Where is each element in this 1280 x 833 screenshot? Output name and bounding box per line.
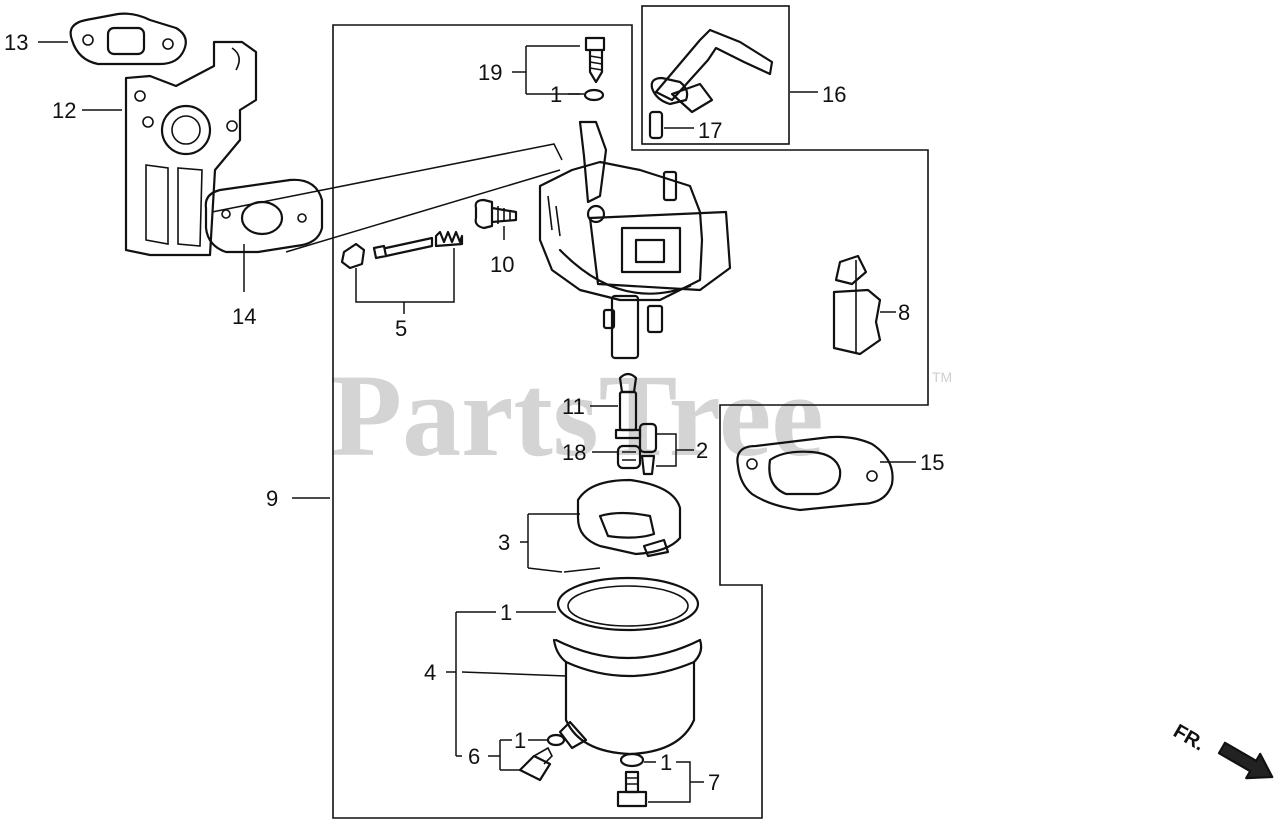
callout-1-washer: 1 (550, 82, 562, 107)
gasket-part-15 (736, 435, 894, 512)
callout-9: 9 (266, 486, 278, 511)
callout-6: 6 (468, 744, 480, 769)
pilot-screw-part-5 (340, 230, 464, 270)
drain-screw-part-6 (518, 733, 566, 782)
direction-arrow-icon (1217, 741, 1274, 780)
alignment-line-top (211, 143, 563, 213)
leader-19 (512, 45, 580, 95)
callout-17: 17 (698, 118, 722, 143)
callout-1-oring: 1 (500, 600, 512, 625)
screw-part-19 (583, 36, 606, 102)
callout-15: 15 (920, 450, 944, 475)
callout-5: 5 (395, 316, 407, 341)
bracket-part-12 (124, 40, 258, 257)
callout-11: 11 (562, 394, 585, 419)
washer-part-1d (619, 752, 645, 768)
callout-13: 13 (4, 30, 28, 55)
callout-14: 14 (232, 304, 256, 329)
clip-part-17 (648, 110, 664, 140)
gasket-part-14 (204, 178, 324, 254)
callout-1-drain: 1 (514, 728, 526, 753)
watermark-brand: PartsTree (330, 350, 824, 481)
leader-6 (456, 739, 520, 771)
callout-2: 2 (696, 438, 708, 463)
callout-4: 4 (424, 660, 436, 685)
float-valve-part-2 (638, 422, 658, 476)
leader-7 (644, 761, 704, 803)
leader-3 (520, 513, 580, 573)
float-bowl-part-4 (552, 576, 703, 756)
watermark-trademark: TM (932, 369, 952, 385)
direction-label: FR. (1170, 720, 1209, 755)
gasket-part-13 (69, 12, 187, 66)
leader-4 (446, 612, 567, 756)
choke-lever-part-16 (648, 28, 774, 140)
assembly-frame-9 (332, 24, 929, 819)
leader-5 (355, 248, 455, 314)
callout-3: 3 (498, 530, 510, 555)
bolt-part-7 (616, 752, 648, 808)
callout-12: 12 (52, 98, 76, 123)
screw-part-10 (474, 198, 518, 230)
gasket-part-1c (546, 733, 566, 747)
callout-7: 7 (708, 770, 720, 795)
callout-16: 16 (822, 82, 846, 107)
carburetor-body-part-9 (538, 120, 732, 360)
callout-1-bolt: 1 (660, 750, 672, 775)
float-part-8 (832, 254, 882, 356)
leader-2 (656, 433, 694, 467)
jet-part-18 (616, 444, 642, 470)
choke-kit-frame-16 (641, 5, 790, 145)
callout-10: 10 (490, 252, 514, 277)
callout-19: 19 (478, 60, 502, 85)
callout-18: 18 (562, 440, 586, 465)
chamber-part-3 (563, 478, 682, 573)
oring-part-1 (556, 576, 700, 632)
washer-part-1 (583, 88, 605, 102)
callout-8: 8 (898, 300, 910, 325)
alignment-line-bottom (285, 169, 561, 253)
